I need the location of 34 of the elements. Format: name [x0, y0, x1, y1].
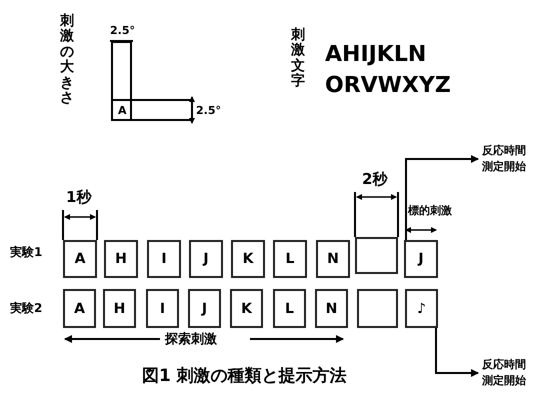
stimulus-box: H [104, 240, 138, 278]
label: 標的刺激 [408, 205, 452, 216]
vertical-label: 刺激文字 [291, 28, 305, 90]
stimulus-box: J [188, 289, 221, 328]
label: A [118, 105, 127, 116]
caption: 図1 刺激の種類と提示方法 [142, 365, 347, 387]
stimulus-box: I [147, 240, 181, 278]
label: ORVWXYZ [325, 75, 451, 97]
stimulus-box: H [103, 289, 136, 328]
stimulus-box: ♪ [405, 289, 438, 328]
stimulus-box: L [273, 289, 306, 328]
stimulus-box: A [63, 240, 97, 278]
stimulus-box: K [231, 240, 265, 278]
label: 2秒 [362, 172, 388, 187]
label: 実験2 [10, 302, 42, 314]
stimulus-box: A [63, 289, 96, 328]
stimulus-box: K [230, 289, 263, 328]
blank-stimulus-box [355, 237, 398, 274]
stimulus-box: I [146, 289, 179, 328]
label: 探索刺激 [165, 333, 217, 346]
stimulus-box: J [404, 240, 438, 278]
stimulus-box: N [316, 240, 350, 278]
arrow [405, 155, 479, 240]
label: 2.5° [196, 105, 221, 116]
arrow [435, 328, 479, 377]
blank-stimulus-box [357, 289, 398, 328]
label: AHIJKLN [325, 44, 426, 66]
label: 1秒 [66, 190, 92, 205]
vertical-label: 刺激の大きさ [60, 14, 74, 106]
label: 実験1 [10, 246, 42, 258]
stimulus-box: N [315, 289, 348, 328]
label: 2.5° [110, 25, 135, 36]
stimulus-box: L [273, 240, 307, 278]
stimulus-box: J [189, 240, 223, 278]
